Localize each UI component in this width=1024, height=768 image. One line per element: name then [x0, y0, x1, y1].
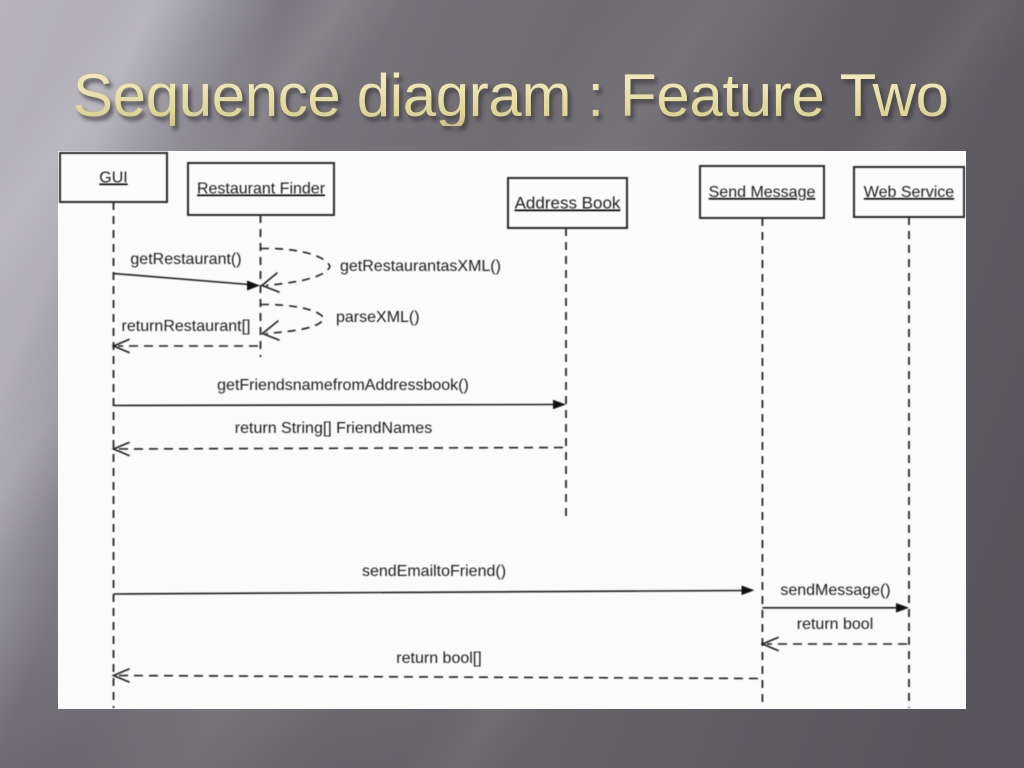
svg-text:sendMessage(): sendMessage()	[780, 582, 890, 599]
svg-text:GUI: GUI	[99, 170, 127, 187]
svg-text:return bool[]: return bool[]	[396, 650, 481, 667]
svg-text:returnRestaurant[]: returnRestaurant[]	[122, 318, 251, 335]
svg-text:sendEmailtoFriend(): sendEmailtoFriend()	[362, 563, 506, 580]
svg-text:parseXML(): parseXML()	[336, 309, 420, 326]
svg-text:Send Message: Send Message	[709, 184, 816, 201]
svg-text:return String[] FriendNames: return String[] FriendNames	[235, 420, 432, 437]
svg-text:return bool: return bool	[797, 616, 874, 633]
svg-text:getRestaurant(): getRestaurant()	[130, 251, 241, 268]
svg-text:Address Book: Address Book	[515, 194, 621, 213]
svg-text:getRestaurantasXML(): getRestaurantasXML()	[340, 258, 501, 275]
svg-text:getFriendsnamefromAddressbook(: getFriendsnamefromAddressbook()	[217, 377, 469, 394]
svg-text:Web Service: Web Service	[864, 184, 955, 201]
svg-text:Restaurant Finder: Restaurant Finder	[197, 181, 326, 198]
